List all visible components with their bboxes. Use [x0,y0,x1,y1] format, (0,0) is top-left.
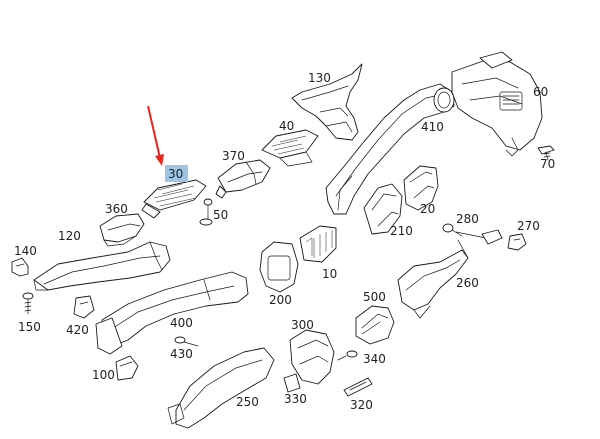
label-300[interactable]: 300 [291,318,314,332]
part-430[interactable] [174,336,199,347]
label-320[interactable]: 320 [350,398,373,412]
label-120[interactable]: 120 [58,229,81,243]
part-200[interactable] [259,241,299,293]
part-140[interactable] [11,257,29,277]
part-410[interactable] [325,83,455,215]
label-330[interactable]: 330 [284,392,307,406]
label-50[interactable]: 50 [213,208,228,222]
label-60[interactable]: 60 [533,85,548,99]
label-420[interactable]: 420 [66,323,89,337]
label-430[interactable]: 430 [170,347,193,361]
part-250[interactable] [167,347,275,429]
label-260[interactable]: 260 [456,276,479,290]
label-410[interactable]: 410 [421,120,444,134]
label-130[interactable]: 130 [308,71,331,85]
part-300[interactable] [289,329,335,385]
part-70[interactable] [537,145,555,161]
part-330[interactable] [283,373,301,393]
pointer-arrow [147,105,161,159]
label-210[interactable]: 210 [390,224,413,238]
label-500[interactable]: 500 [363,290,386,304]
label-150[interactable]: 150 [18,320,41,334]
label-70[interactable]: 70 [540,157,555,171]
label-340[interactable]: 340 [363,352,386,366]
part-40[interactable] [261,129,319,167]
part-400[interactable] [95,271,249,355]
part-370[interactable] [215,159,271,199]
part-20[interactable] [403,165,439,211]
label-280[interactable]: 280 [456,212,479,226]
label-200[interactable]: 200 [269,293,292,307]
label-10[interactable]: 10 [322,267,337,281]
callout-labels: 130 60 40 410 370 70 30 360 50 20 280 27… [14,71,555,412]
label-270[interactable]: 270 [517,219,540,233]
part-60[interactable] [451,51,543,157]
label-360[interactable]: 360 [105,202,128,216]
part-10[interactable] [299,225,337,263]
part-280[interactable] [442,223,463,237]
label-20[interactable]: 20 [420,202,435,216]
label-100[interactable]: 100 [92,368,115,382]
label-250[interactable]: 250 [236,395,259,409]
part-120[interactable] [33,241,171,291]
part-360[interactable] [99,213,145,247]
part-420[interactable] [73,295,95,319]
label-30[interactable]: 30 [168,167,183,181]
label-400[interactable]: 400 [170,316,193,330]
part-50[interactable] [199,198,213,226]
part-270[interactable] [507,233,527,251]
part-340[interactable] [337,350,358,361]
part-30[interactable] [141,179,207,219]
label-140[interactable]: 140 [14,244,37,258]
part-100[interactable] [115,355,139,381]
part-320[interactable] [343,377,373,397]
pointer-arrow-head [155,154,164,166]
part-210[interactable] [363,183,403,235]
label-370[interactable]: 370 [222,149,245,163]
label-40[interactable]: 40 [279,119,294,133]
highlight-box [165,165,188,182]
part-500[interactable] [355,305,395,345]
part-150[interactable] [22,292,34,315]
part-130[interactable] [291,63,363,141]
part-260[interactable] [397,229,503,319]
